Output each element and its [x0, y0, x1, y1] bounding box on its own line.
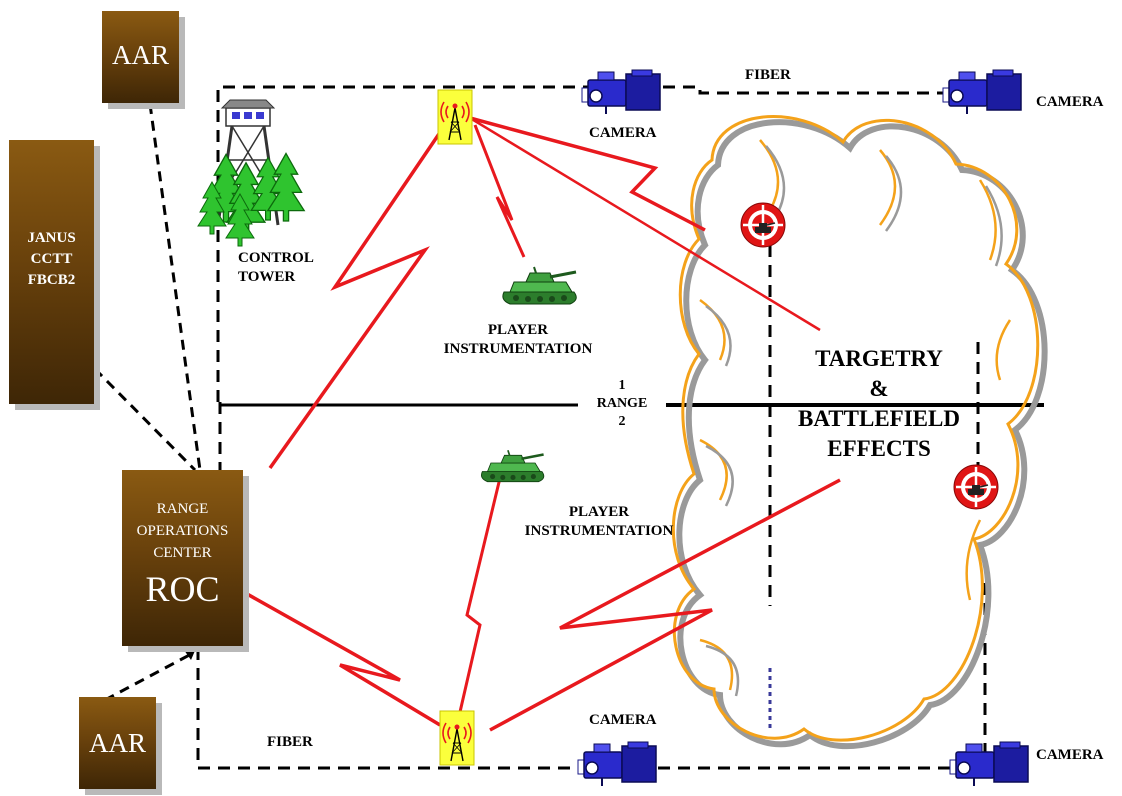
- antenna-icon: [437, 89, 473, 145]
- control-tower-line-1: CONTROL: [238, 250, 314, 266]
- player-instrumentation-1-label: PLAYER INSTRUMENTATION: [422, 321, 614, 359]
- tank-icon: [501, 265, 578, 306]
- aar-top-label: AAR: [111, 40, 169, 70]
- targetry-line-3: BATTLEFIELD: [798, 406, 960, 431]
- aar-bottom-box: AAR: [79, 697, 156, 789]
- range-1-label: 1: [618, 378, 626, 393]
- arrowhead-icon: [184, 646, 197, 660]
- range-2-label: 2: [618, 414, 626, 429]
- player-instr-2-line-1: PLAYER: [568, 504, 630, 520]
- roc-to-north-antenna-link: [268, 127, 445, 470]
- range-word-label: RANGE: [596, 396, 648, 411]
- radio-links: [239, 116, 841, 732]
- roc-box: RANGE OPERATIONS CENTER ROC: [122, 470, 243, 646]
- targetry-line-4: EFFECTS: [827, 436, 931, 461]
- targetry-line-2: &: [869, 376, 889, 401]
- aar-top-link: [148, 103, 202, 471]
- north-antenna-to-tank-link: [473, 124, 526, 258]
- player-instrumentation-2-label: PLAYER INSTRUMENTATION: [503, 503, 695, 541]
- control-tower-line-2: TOWER: [238, 269, 296, 285]
- roc-abbrev: ROC: [145, 569, 220, 609]
- fiber-bottom-label: FIBER: [267, 734, 313, 750]
- system-fbcb2-label: FBCB2: [27, 272, 76, 288]
- camera-icon: [949, 741, 1029, 787]
- camera-top-right-label: CAMERA: [1036, 94, 1104, 110]
- roc-line-2: OPERATIONS: [136, 523, 229, 539]
- aar-top-box: AAR: [102, 11, 179, 103]
- south-antenna-to-cloud-link: [489, 478, 841, 732]
- player-instr-1-line-1: PLAYER: [487, 322, 549, 338]
- system-janus-label: JANUS: [27, 230, 76, 246]
- player-instr-1-line-2: INSTRUMENTATION: [443, 341, 593, 357]
- control-tower-label: CONTROL TOWER: [238, 249, 314, 287]
- fiber-top-label: FIBER: [745, 67, 791, 83]
- roc-to-south-antenna-link: [239, 588, 441, 727]
- tree-icon: [197, 152, 305, 247]
- south-antenna-to-tank-link: [458, 477, 502, 713]
- roc-line-3: CENTER: [153, 545, 212, 561]
- fiber-lines: [196, 85, 987, 770]
- tank-icon: [480, 448, 546, 483]
- camera-icon: [577, 741, 657, 787]
- range-divider-label: 1 RANGE 2: [582, 377, 662, 431]
- system-cctt-label: CCTT: [30, 251, 73, 267]
- cloud-icon: [671, 115, 1048, 750]
- camera-icon: [942, 69, 1022, 115]
- aar-links: [93, 103, 202, 702]
- aar-bottom-label: AAR: [88, 728, 146, 758]
- fiber-bottom-line: [196, 580, 987, 770]
- player-instr-2-line-2: INSTRUMENTATION: [524, 523, 674, 539]
- systems-box: JANUS CCTT FBCB2: [9, 140, 94, 404]
- target-icon: [952, 463, 1000, 511]
- camera-top-mid-label: CAMERA: [589, 125, 657, 141]
- systems-link: [93, 367, 197, 472]
- fiber-top-line: [216, 85, 980, 402]
- camera-icon: [581, 69, 661, 115]
- north-antenna-to-cloud-link: [469, 116, 706, 232]
- target-icon: [739, 201, 787, 249]
- targetry-line-1: TARGETRY: [815, 346, 943, 371]
- antenna-icon: [439, 710, 475, 766]
- camera-bottom-mid-label: CAMERA: [589, 712, 657, 728]
- roc-line-1: RANGE: [156, 501, 209, 517]
- camera-bottom-right-label: CAMERA: [1036, 747, 1104, 763]
- targetry-label: TARGETRY & BATTLEFIELD EFFECTS: [774, 344, 984, 464]
- north-antenna-to-targetry-link: [469, 116, 821, 332]
- aar-bottom-link: [104, 650, 196, 702]
